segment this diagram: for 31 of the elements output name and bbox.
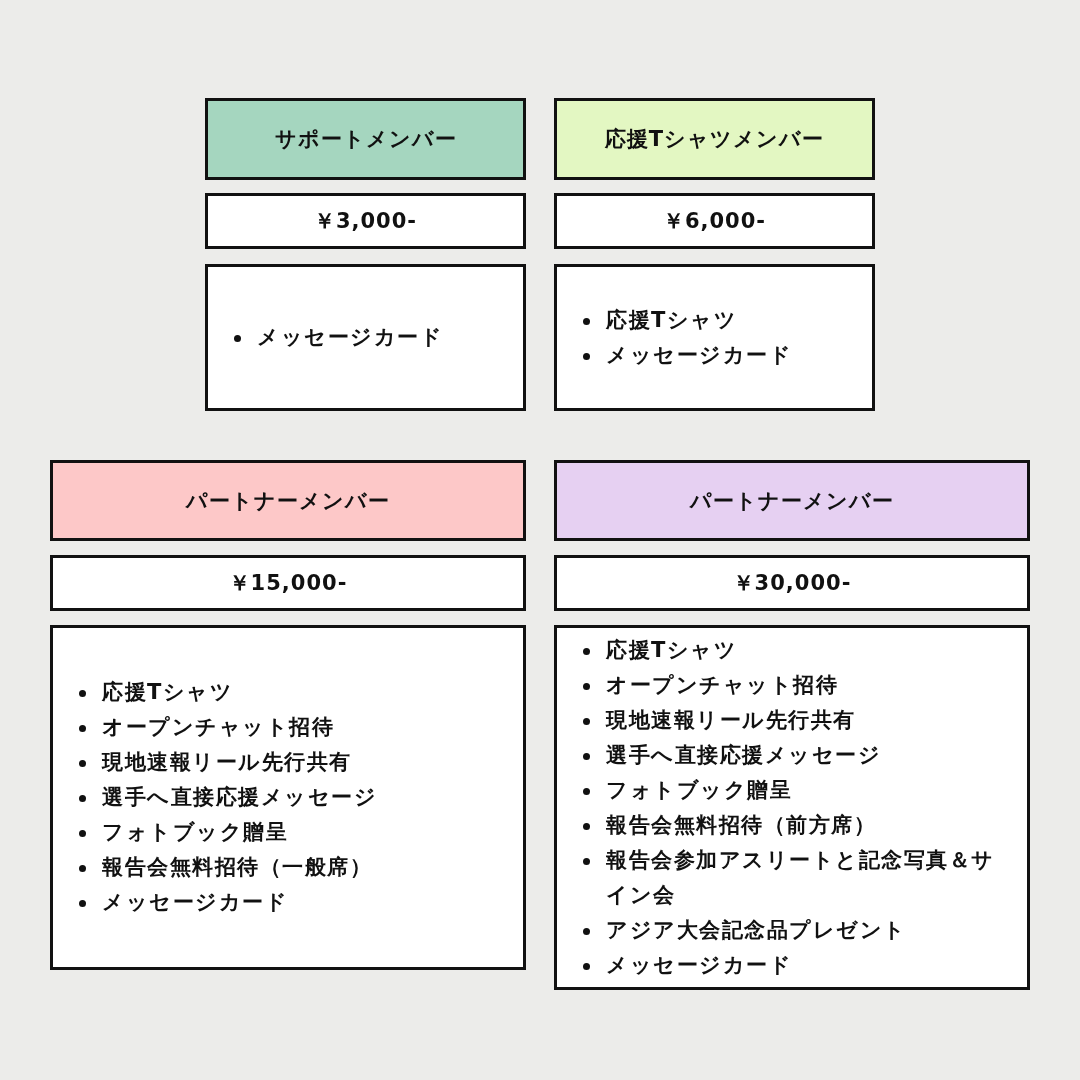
price-panel: ￥30,000- [554,555,1030,611]
benefit-item: 選手へ直接応援メッセージ [102,784,377,811]
benefit-item: フォトブック贈呈 [606,776,792,804]
benefit-item: アジア大会記念品プレゼント [606,916,907,944]
tier-header: サポートメンバー [205,98,526,180]
benefit-item: メッセージカード [606,951,792,979]
benefits-panel [554,264,875,411]
benefits-panel [205,264,526,411]
price-panel: ￥3,000- [205,193,526,249]
benefit-item: 現地速報リール先行共有 [102,749,352,776]
price-panel: ￥6,000- [554,193,875,249]
benefit-item: オープンチャット招待 [606,671,838,699]
price-panel: ￥15,000- [50,555,526,611]
benefit-item: 応援Tシャツ [606,636,738,664]
benefits-panel [50,625,526,970]
tier-header: パートナーメンバー [50,460,526,541]
tier-header: パートナーメンバー [554,460,1030,541]
benefit-item: 現地速報リール先行共有 [606,706,856,734]
benefit-item: 応援Tシャツ [102,679,234,706]
benefit-item: メッセージカード [606,341,792,369]
benefit-item: フォトブック贈呈 [102,819,288,846]
benefits-panel [554,625,1030,990]
benefit-item: 報告会無料招待（前方席） [606,811,876,839]
benefit-item: メッセージカード [257,324,443,351]
benefit-item: 応援Tシャツ [606,306,738,334]
benefit-item: メッセージカード [102,889,288,916]
benefit-item: オープンチャット招待 [102,714,334,741]
tier-header: 応援Tシャツメンバー [554,98,875,180]
benefit-item: 報告会参加アスリートと記念写真＆サイン会 [606,846,996,909]
benefit-item: 報告会無料招待（一般席） [102,854,372,881]
benefit-item: 選手へ直接応援メッセージ [606,741,881,769]
